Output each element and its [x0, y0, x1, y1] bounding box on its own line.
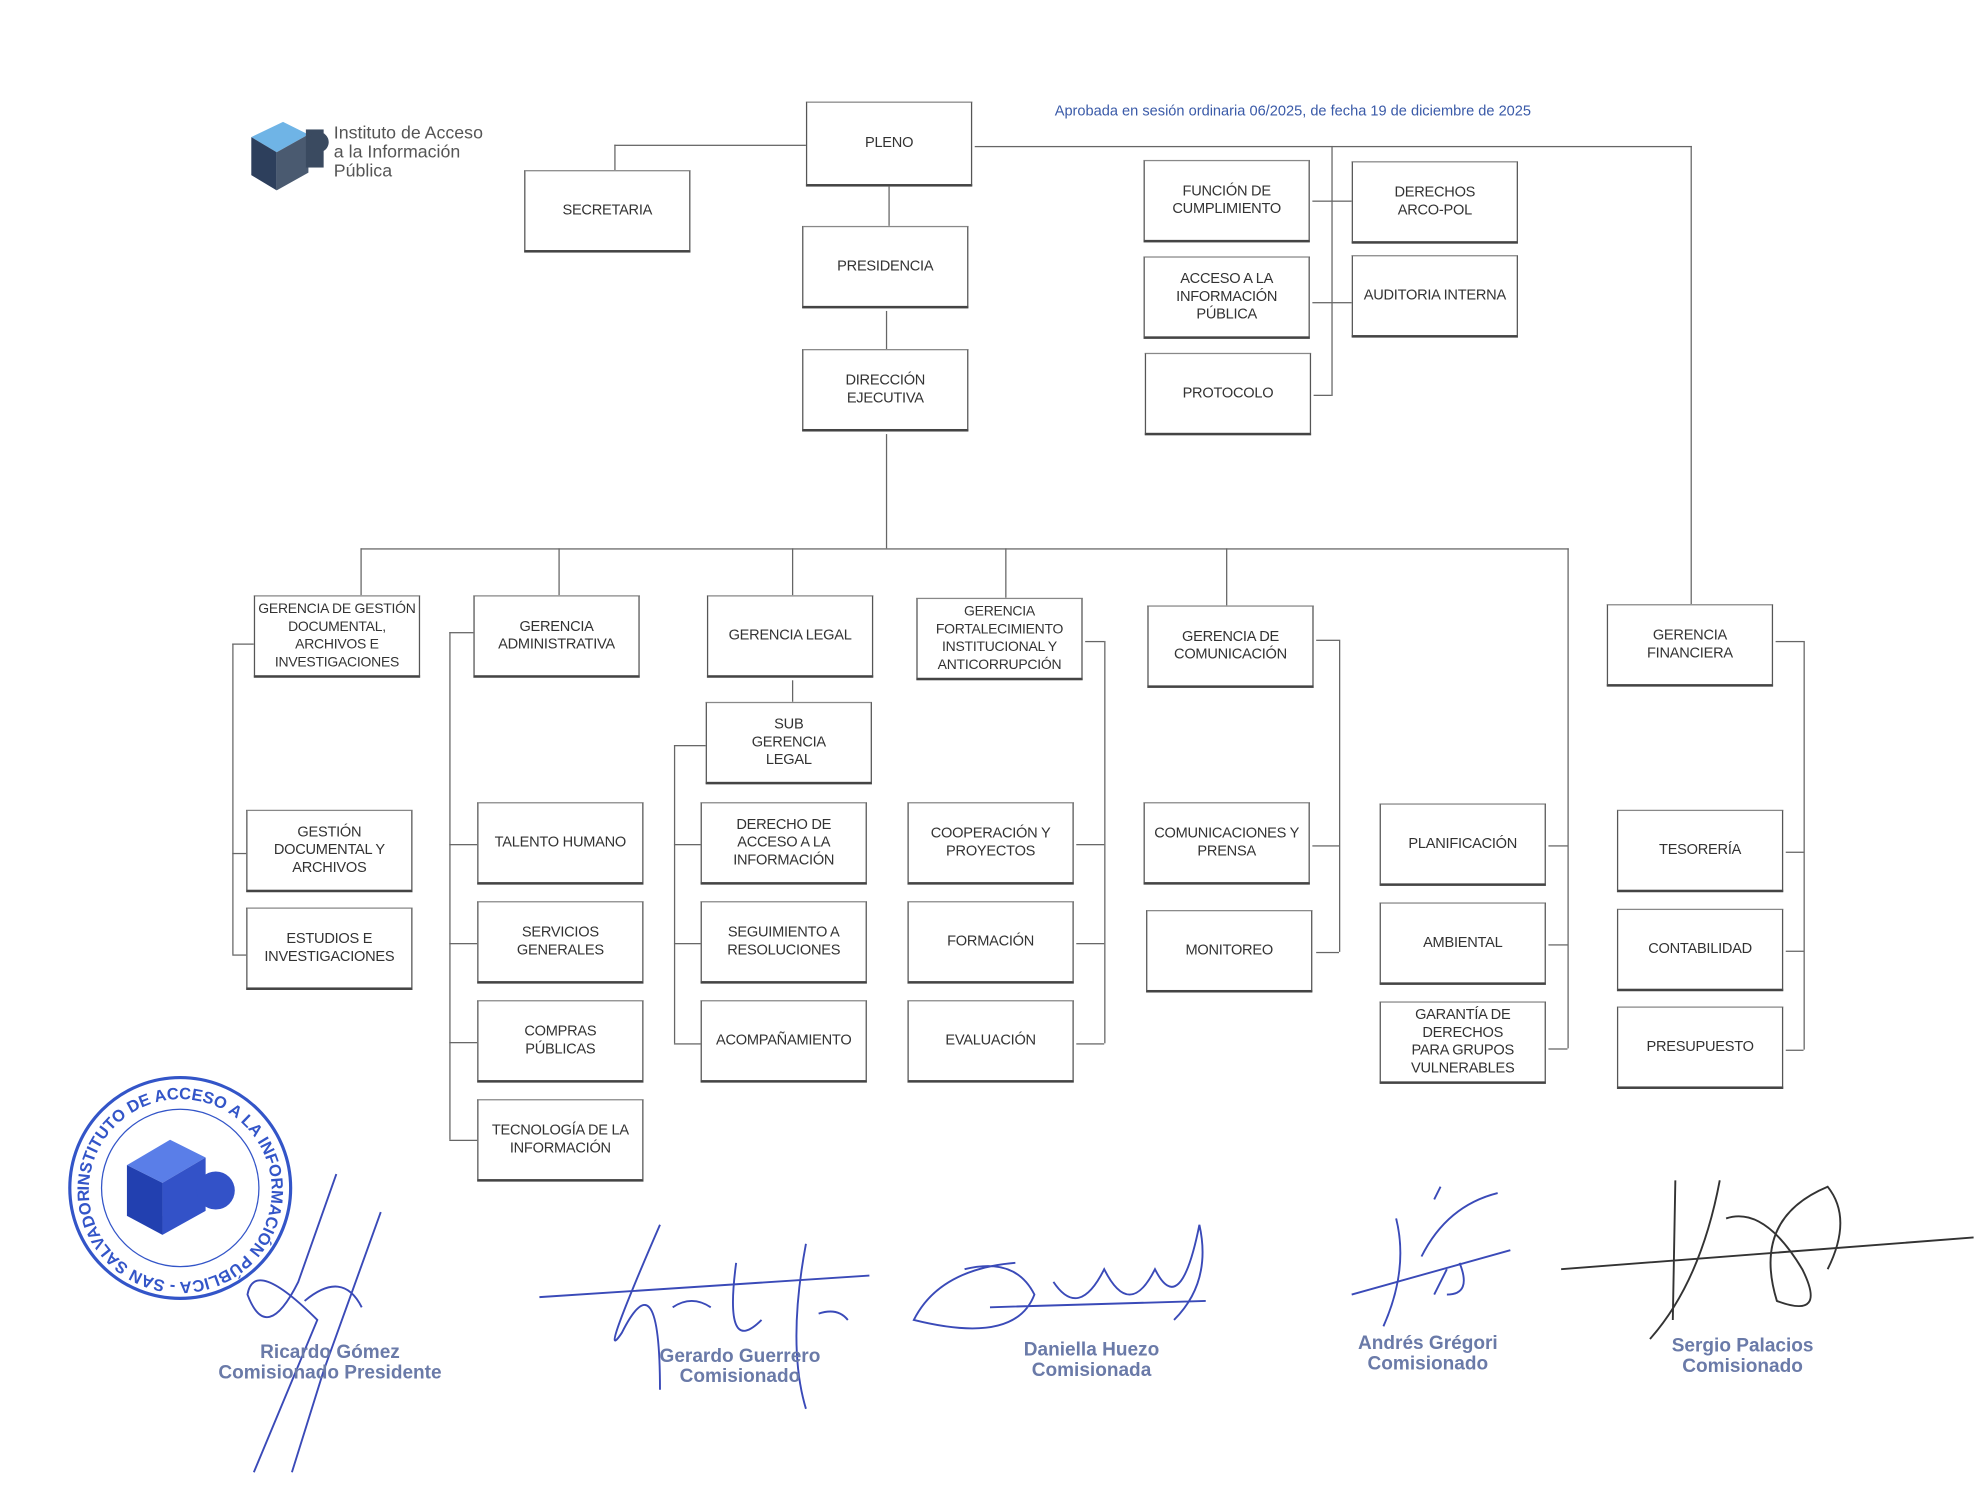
unit-pleno: PLENO [805, 101, 973, 187]
unit-comunicaciones-prensa: COMUNICACIONES Y PRENSA [1143, 802, 1310, 885]
unit-evaluacion: EVALUACIÓN [907, 1000, 1074, 1083]
unit-tesoreria: TESORERÍA [1616, 809, 1784, 893]
unit-gerencia-administrativa: GERENCIA ADMINISTRATIVA [473, 595, 640, 678]
unit-seguimiento-resoluciones: SEGUIMIENTO A RESOLUCIONES [700, 901, 867, 984]
signature-block-1: Ricardo Gómez Comisionado Presidente [203, 1341, 457, 1384]
signer-role: Comisionada [1031, 1359, 1152, 1381]
unit-talento-humano: TALENTO HUMANO [477, 802, 644, 885]
unit-funcion-cumplimiento: FUNCIÓN DE CUMPLIMIENTO [1143, 159, 1310, 243]
signature-block-4: Andrés Grégori Comisionado [1314, 1332, 1542, 1375]
signature-daniella-icon [912, 1224, 1206, 1330]
unit-cooperacion: COOPERACIÓN Y PROYECTOS [907, 802, 1074, 885]
unit-formacion: FORMACIÓN [907, 901, 1074, 984]
logo-text: Instituto de Acceso a la Información Púb… [333, 121, 483, 181]
unit-estudios: ESTUDIOS E INVESTIGACIONES [246, 907, 413, 990]
signer-name: Gerardo Guerrero [659, 1345, 821, 1367]
unit-gestion-documental: GESTIÓN DOCUMENTAL Y ARCHIVOS [246, 809, 413, 893]
unit-gerencia-financiera: GERENCIA FINANCIERA [1606, 604, 1774, 687]
unit-presidencia: PRESIDENCIA [802, 225, 969, 309]
unit-secretaria: SECRETARIA [524, 170, 691, 253]
unit-gerencia-comunicacion: GERENCIA DE COMUNICACIÓN [1147, 605, 1314, 688]
iaip-logo-icon [251, 121, 329, 191]
logo-line: Pública [333, 159, 393, 181]
unit-servicios-generales: SERVICIOS GENERALES [477, 901, 644, 984]
unit-derechos-arco-pol: DERECHOS ARCO-POL [1351, 161, 1518, 244]
unit-gerencia-fortalecimiento: GERENCIA FORTALECIMIENTO INSTITUCIONAL Y… [916, 597, 1083, 681]
unit-gerencia-legal: GERENCIA LEGAL [706, 595, 874, 678]
signer-role: Comisionado [1367, 1352, 1489, 1375]
signature-andres-icon [1351, 1186, 1511, 1327]
signer-role: Comisionado [679, 1365, 801, 1388]
signature-sergio-icon [1561, 1180, 1974, 1340]
unit-compras-publicas: COMPRAS PÚBLICAS [477, 1000, 644, 1083]
unit-acceso-informacion-publica: ACCESO A LA INFORMACIÓN PÚBLICA [1143, 256, 1310, 339]
signature-block-2: Gerardo Guerrero Comisionado [626, 1345, 854, 1388]
signature-block-5: Sergio Palacios Comisionado [1628, 1336, 1856, 1377]
unit-derecho-acceso: DERECHO DE ACCESO A LA INFORMACIÓN [700, 802, 867, 885]
approval-note: Aprobada en sesión ordinaria 06/2025, de… [1054, 104, 1532, 120]
signer-name: Daniella Huezo [1023, 1339, 1160, 1361]
signature-block-3: Daniella Huezo Comisionada [977, 1340, 1205, 1381]
unit-gerencia-gestion-documental: GERENCIA DE GESTIÓN DOCUMENTAL, ARCHIVOS… [253, 595, 421, 678]
unit-sub-gerencia-legal: SUB GERENCIA LEGAL [705, 701, 872, 785]
unit-acompanamiento: ACOMPAÑAMIENTO [700, 1000, 867, 1083]
signer-name: Ricardo Gómez [260, 1341, 400, 1364]
unit-protocolo: PROTOCOLO [1144, 352, 1312, 436]
unit-direccion-ejecutiva: DIRECCIÓN EJECUTIVA [802, 349, 969, 432]
unit-presupuesto: PRESUPUESTO [1616, 1006, 1784, 1089]
signer-name: Sergio Palacios [1671, 1335, 1814, 1357]
logo-line: a la Información [333, 140, 461, 162]
unit-contabilidad: CONTABILIDAD [1616, 908, 1784, 992]
signer-role: Comisionado [1682, 1355, 1803, 1378]
unit-tecnologia: TECNOLOGÍA DE LA INFORMACIÓN [477, 1099, 644, 1182]
unit-ambiental: AMBIENTAL [1379, 902, 1546, 985]
unit-planificacion: PLANIFICACIÓN [1379, 803, 1546, 886]
logo-line: Instituto de Acceso [333, 121, 483, 143]
unit-garantia-derechos: GARANTÍA DE DERECHOS PARA GRUPOS VULNERA… [1379, 1001, 1546, 1084]
signer-role: Comisionado Presidente [218, 1361, 442, 1384]
unit-auditoria-interna: AUDITORIA INTERNA [1351, 255, 1518, 338]
signer-name: Andrés Grégori [1358, 1332, 1498, 1355]
official-seal-icon: INSTITUTO DE ACCESO A LA INFORMACIÓN PÚB… [68, 1075, 293, 1300]
unit-monitoreo: MONITOREO [1146, 910, 1313, 993]
